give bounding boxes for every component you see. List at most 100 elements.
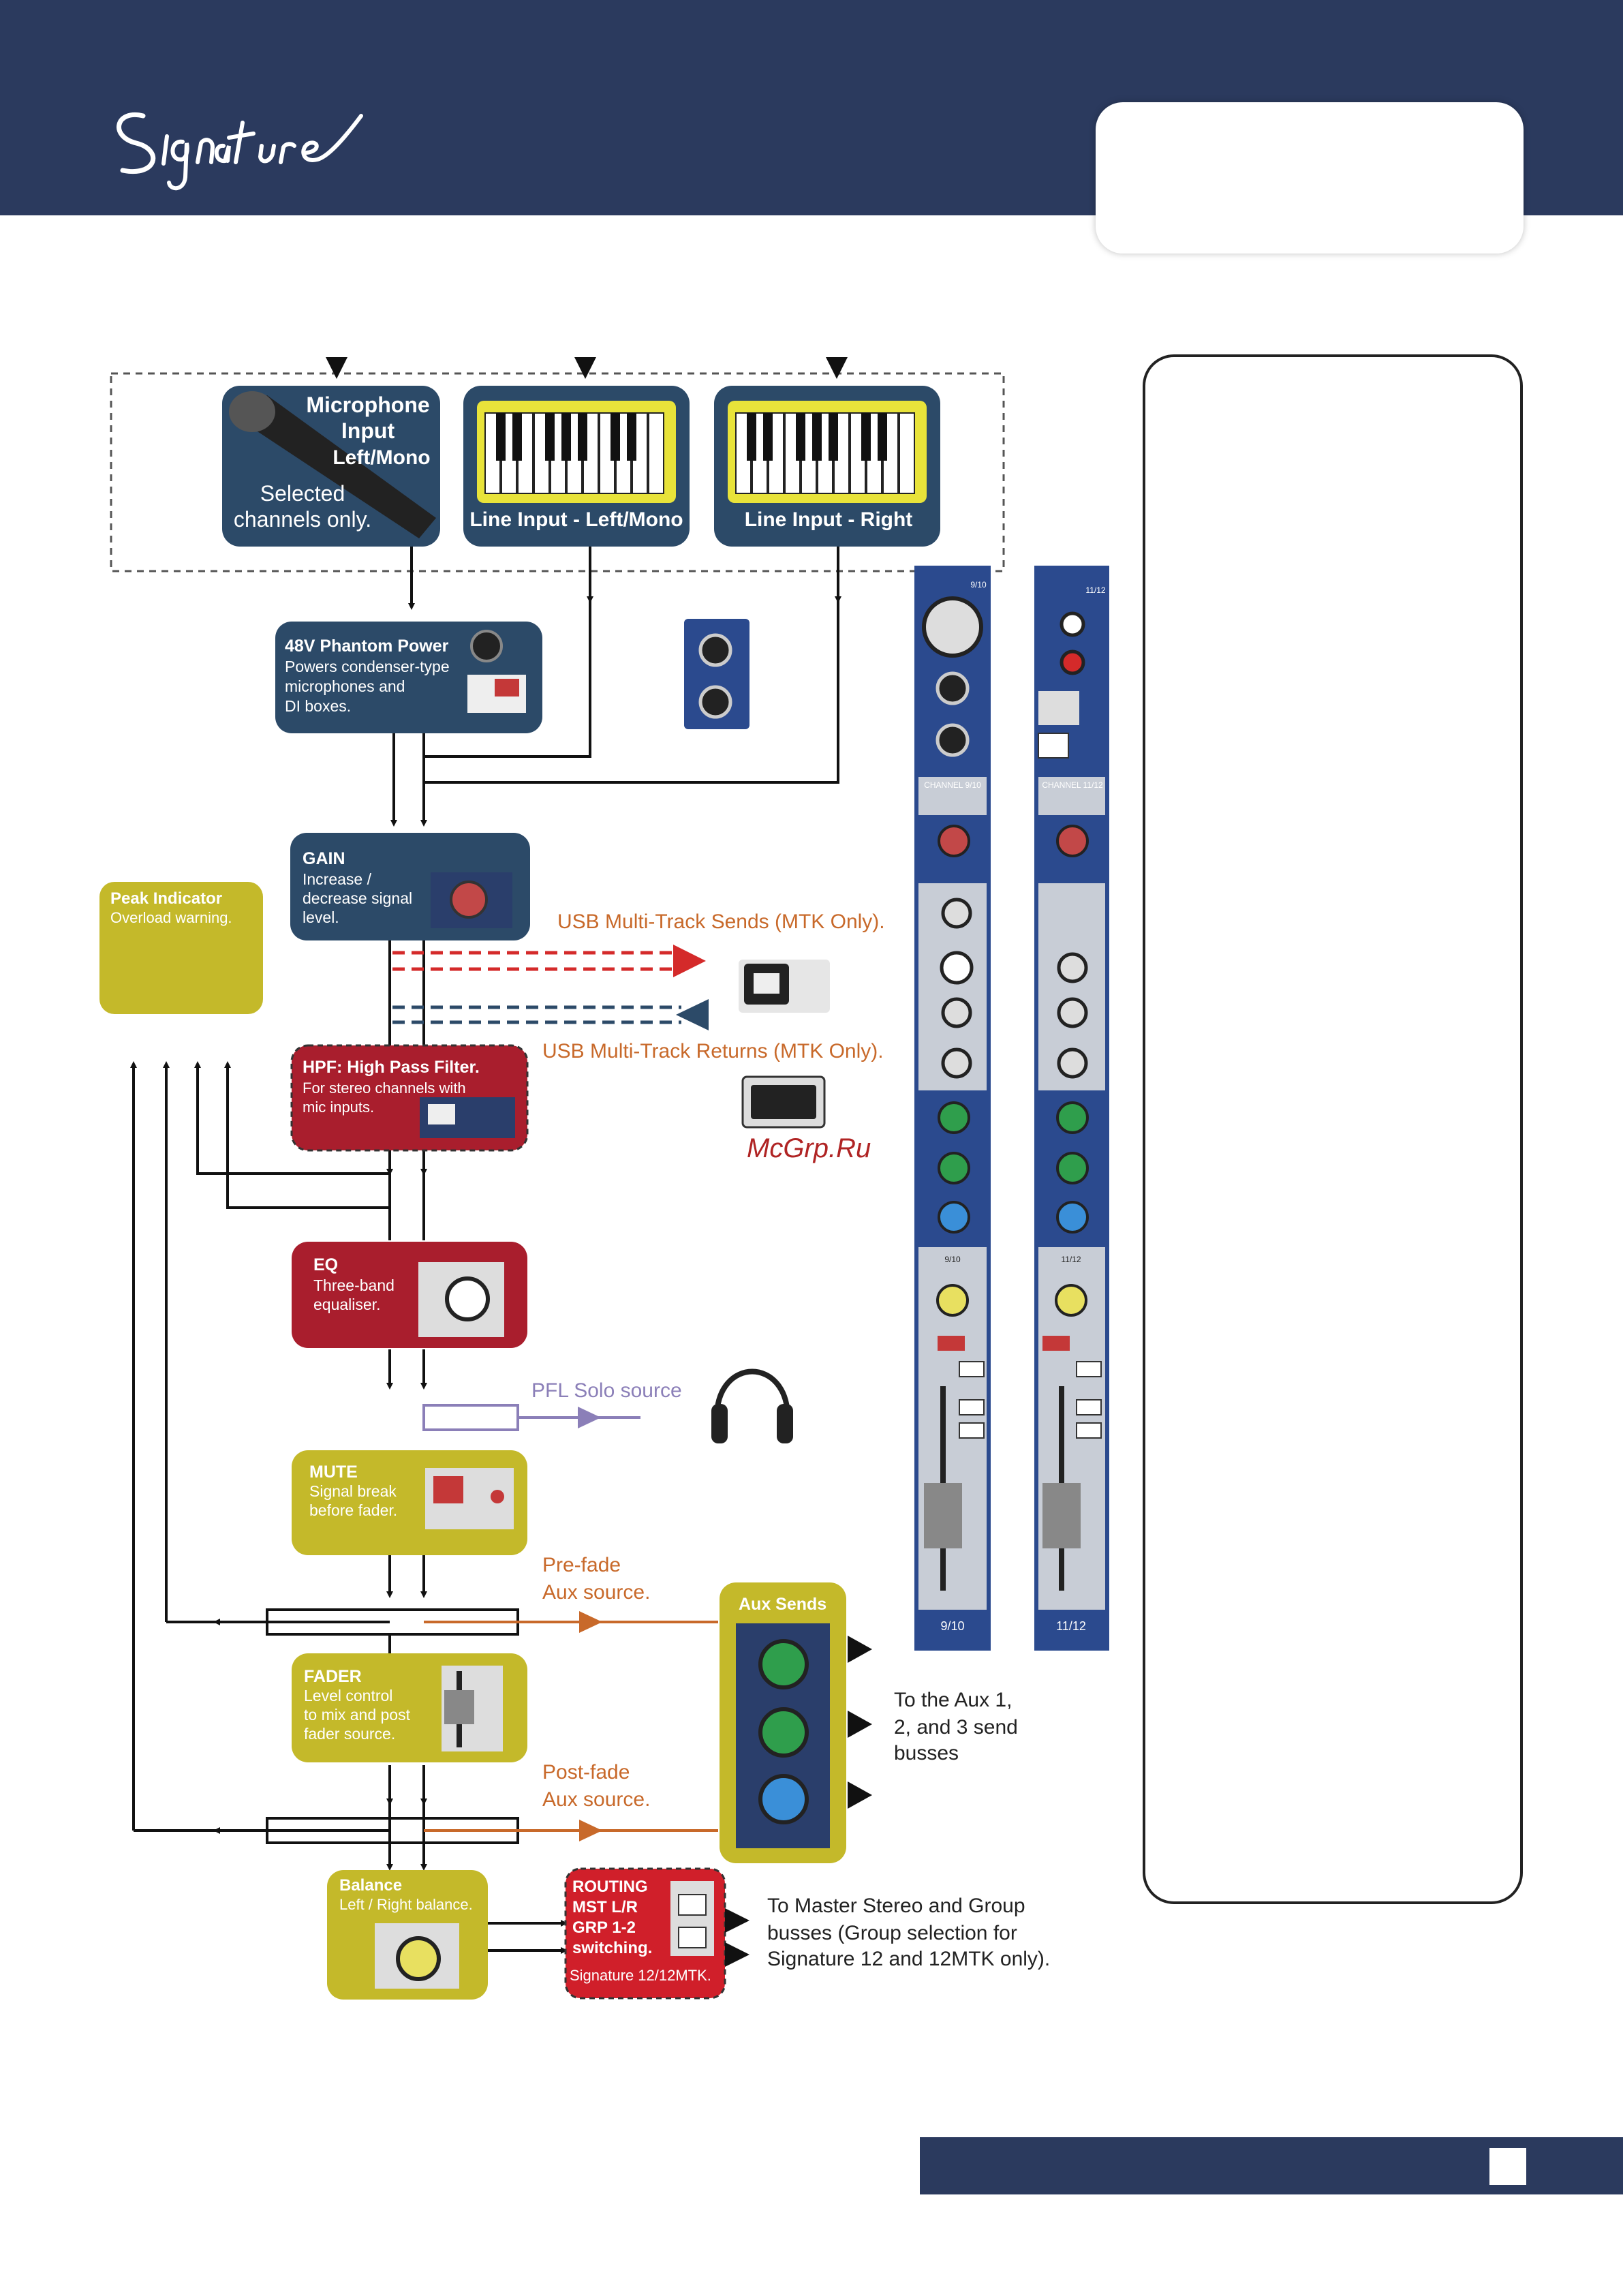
fader-cap-icon: [444, 1690, 474, 1724]
routing-line-1: ROUTING: [572, 1878, 648, 1896]
strip-left-footer: 9/10: [940, 1619, 964, 1633]
aux-dest-2: 2, and 3 send: [894, 1716, 1018, 1739]
gain-line-1: Increase /: [303, 870, 372, 888]
mic-title-1: Microphone: [306, 393, 429, 417]
gain-line-2: decrease signal: [303, 889, 412, 907]
phantom-title: 48V Phantom Power: [285, 637, 449, 656]
peak-indicator-block: Peak Indicator Overload warning.: [99, 882, 263, 1014]
peak-title: Peak Indicator: [110, 889, 222, 908]
aux-sends-block: Aux Sends: [720, 1582, 846, 1863]
eq-block: EQ Three-band equaliser.: [292, 1242, 527, 1348]
balance-line-1: Left / Right balance.: [339, 1896, 473, 1913]
line-left-label: Line Input - Left/Mono: [469, 508, 683, 531]
aux3-knob-icon: [758, 1774, 809, 1824]
black-key: [561, 413, 571, 461]
aux2-knob-icon: [758, 1707, 809, 1758]
master-dest-2: busses (Group selection for: [767, 1922, 1017, 1944]
strip-left-mid: 9/10: [944, 1255, 961, 1264]
usb-port-icon: [739, 960, 830, 1013]
mute-button-icon: [433, 1476, 463, 1503]
eq-title: EQ: [313, 1255, 338, 1274]
mic-title-2: Input: [341, 418, 395, 443]
strip-right-header: 11/12: [1085, 585, 1105, 595]
mute-block: MUTE Signal break before fader.: [292, 1450, 527, 1555]
fader-block: FADER Level control to mix and post fade…: [292, 1653, 527, 1762]
balance-block: Balance Left / Right balance.: [327, 1870, 488, 2000]
aux-sends-title: Aux Sends: [739, 1595, 826, 1614]
signature-logo: [117, 112, 363, 191]
page-number-box: [1489, 2148, 1526, 2185]
black-key: [796, 413, 805, 461]
phantom-power-block: 48V Phantom Power Powers condenser-type …: [275, 622, 542, 733]
postfade-label-1: Post-fade: [542, 1761, 630, 1784]
strip-right-mid: 11/12: [1061, 1255, 1081, 1264]
fader-line-1: Level control: [304, 1687, 392, 1704]
mute-line-2: before fader.: [309, 1501, 397, 1519]
black-key: [878, 413, 887, 461]
gain-line-3: level.: [303, 908, 339, 926]
black-key: [627, 413, 636, 461]
black-key: [747, 413, 756, 461]
input-group-frame: [110, 372, 1005, 572]
hpf-title: HPF: High Pass Filter.: [303, 1058, 480, 1077]
channel-strip-9-10: 9/10 CHANNEL 9/10 9/10 9/10: [914, 566, 991, 1651]
aux-dest-1: To the Aux 1,: [894, 1689, 1012, 1711]
mst-switch-icon: [678, 1894, 707, 1916]
jack-sockets-panel: [684, 619, 749, 729]
routing-line-2: MST L/R: [572, 1898, 638, 1916]
usb-return-switch-icon: [741, 1075, 826, 1129]
prefade-label-2: Aux source.: [542, 1581, 650, 1604]
pan-knob-icon: [396, 1936, 441, 1981]
routing-footer: Signature 12/12MTK.: [570, 1967, 711, 1984]
mic-note-2: channels only.: [234, 507, 371, 532]
strip-right-channel: CHANNEL 11/12: [1042, 780, 1103, 790]
sidebar-note-box: [1143, 354, 1523, 1904]
routing-line-3: GRP 1-2: [572, 1918, 636, 1937]
line-input-left-box: Line Input - Left/Mono: [463, 386, 690, 547]
fader-line-3: fader source.: [304, 1725, 395, 1743]
strip-left-xlr-icon: [922, 596, 983, 658]
hpf-block: HPF: High Pass Filter. For stereo channe…: [290, 1044, 529, 1152]
prefade-label-1: Pre-fade: [542, 1554, 621, 1576]
pfl-label: PFL Solo source: [531, 1379, 682, 1402]
headphones-icon: [711, 1368, 793, 1443]
white-key: [648, 412, 664, 494]
postfade-label-2: Aux source.: [542, 1788, 650, 1811]
fader-title: FADER: [304, 1667, 362, 1686]
eq-knob-icon: [445, 1276, 490, 1321]
peak-line-1: Overload warning.: [110, 909, 232, 926]
black-key: [829, 413, 838, 461]
black-key: [496, 413, 506, 461]
strip-left-header: 9/10: [970, 580, 987, 590]
black-key: [763, 413, 773, 461]
black-key: [578, 413, 587, 461]
line-right-label: Line Input - Right: [745, 508, 913, 531]
peak-led-icon: [491, 1490, 504, 1503]
master-dest-1: To Master Stereo and Group: [767, 1895, 1025, 1917]
mic-input-box: Microphone Input Left/Mono Selected chan…: [222, 386, 440, 547]
phantom-switch-icon: [495, 679, 519, 697]
keyboard-right-icon: [735, 412, 915, 494]
xlr-socket-icon: [470, 630, 503, 662]
white-key: [899, 412, 915, 494]
header-title-box: [1096, 102, 1524, 254]
black-key: [545, 413, 555, 461]
hpf-switch-icon: [428, 1104, 455, 1124]
channel-strip-11-12: 11/12 CHANNEL 11/12 11/12 11/12: [1034, 566, 1109, 1651]
strip-left-fader-icon: [924, 1483, 962, 1548]
eq-line-1: Three-band: [313, 1276, 395, 1294]
black-key: [512, 413, 522, 461]
strip-right-fader-icon: [1042, 1483, 1081, 1548]
gain-title: GAIN: [303, 849, 345, 868]
mute-title: MUTE: [309, 1463, 358, 1482]
black-key: [812, 413, 822, 461]
routing-block: ROUTING MST L/R GRP 1-2 switching. Signa…: [564, 1867, 726, 2000]
black-key: [861, 413, 871, 461]
fader-line-2: to mix and post: [304, 1706, 411, 1724]
balance-title: Balance: [339, 1876, 402, 1895]
gain-knob-icon: [450, 881, 488, 919]
usb-returns-label: USB Multi-Track Returns (MTK Only).: [542, 1040, 884, 1062]
phantom-line-2: microphones and: [285, 677, 405, 695]
phantom-line-3: DI boxes.: [285, 697, 351, 715]
